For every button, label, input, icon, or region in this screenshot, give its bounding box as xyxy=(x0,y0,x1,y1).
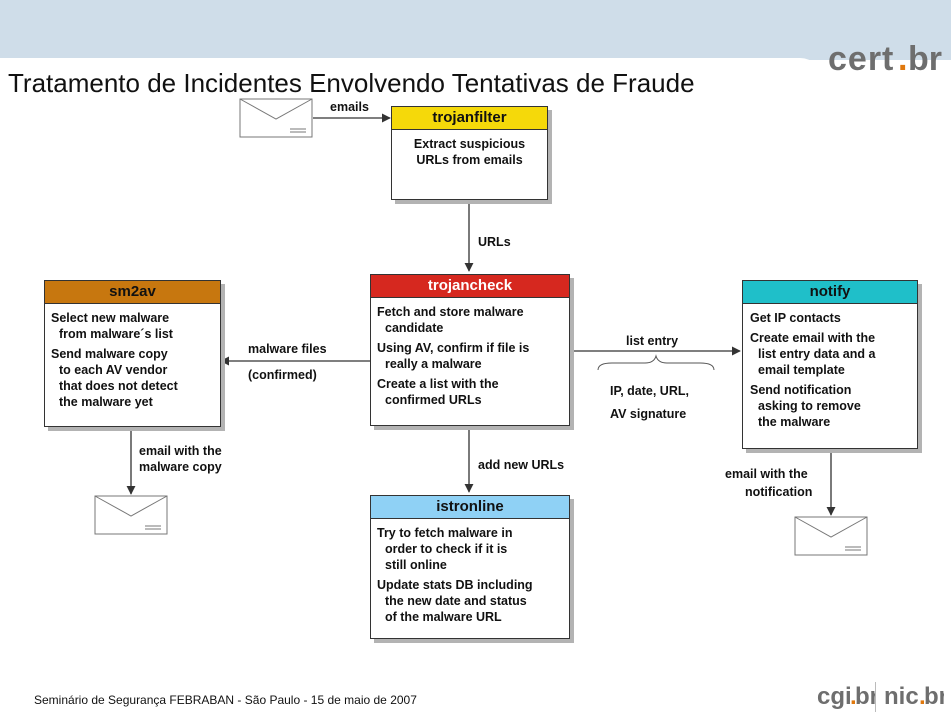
istronline-line: the new date and status xyxy=(385,594,527,608)
trojancheck-line: Fetch and store malware xyxy=(377,305,524,319)
trojancheck-line: really a malware xyxy=(385,357,482,371)
footer-text: Seminário de Segurança FEBRABAN - São Pa… xyxy=(34,693,417,707)
email-envelope-icon xyxy=(794,516,868,556)
svg-text:cgi: cgi xyxy=(817,683,852,710)
edge-label-av-signature: AV signature xyxy=(610,407,687,421)
email-envelope-icon xyxy=(94,495,168,535)
email-envelope-icon xyxy=(239,98,313,138)
sm2av-line: from malware´s list xyxy=(59,327,173,341)
notify-title: notify xyxy=(743,281,917,304)
svg-text:.: . xyxy=(919,683,926,710)
istronline-line: Update stats DB including xyxy=(377,578,533,592)
istronline-line: of the malware URL xyxy=(385,610,502,624)
sm2av-line: to each AV vendor xyxy=(59,363,168,377)
istronline-line: still online xyxy=(385,558,447,572)
notify-line: Get IP contacts xyxy=(750,311,841,325)
sm2av-line: that does not detect xyxy=(59,379,178,393)
edge-label-list-entry: list entry xyxy=(626,334,679,348)
trojanfilter-line: URLs from emails xyxy=(416,153,523,167)
nic-br-logo: nic . br xyxy=(884,683,944,710)
notify-line: list entry data and a xyxy=(758,347,876,361)
istronline-line: order to check if it is xyxy=(385,542,508,556)
trojanfilter-box: trojanfilter Extract suspicious URLs fro… xyxy=(391,106,548,200)
svg-text:br: br xyxy=(908,40,942,78)
edge-label-malware-files: malware files xyxy=(248,342,327,356)
notify-line: asking to remove xyxy=(758,399,861,413)
edge-label-email-malware: email with the xyxy=(139,444,222,458)
edge-label-emails: emails xyxy=(330,100,369,114)
edge-label-email-notification: notification xyxy=(745,485,813,499)
trojancheck-line: Create a list with the xyxy=(377,377,499,391)
notify-box: notify Get IP contacts Create email with… xyxy=(742,280,918,449)
edge-label-email-notification: email with the xyxy=(725,467,808,481)
sm2av-box: sm2av Select new malware from malware´s … xyxy=(44,280,221,427)
notify-line: Send notification xyxy=(750,383,852,397)
trojancheck-title: trojancheck xyxy=(371,275,569,298)
svg-text:br: br xyxy=(855,683,875,710)
edge-label-add-new-urls: add new URLs xyxy=(478,458,565,472)
header-band xyxy=(0,0,951,60)
edge-label-urls: URLs xyxy=(478,235,511,249)
notify-line: Create email with the xyxy=(750,331,876,345)
notify-line: the malware xyxy=(758,415,831,429)
title-tab xyxy=(0,58,822,108)
sm2av-line: the malware yet xyxy=(59,395,153,409)
trojancheck-box: trojancheck Fetch and store malware cand… xyxy=(370,274,570,426)
istronline-title: istronline xyxy=(371,496,569,519)
istronline-box: istronline Try to fetch malware in order… xyxy=(370,495,570,639)
svg-text:.: . xyxy=(850,683,857,710)
edge-label-email-malware: malware copy xyxy=(139,460,222,474)
trojancheck-line: Using AV, confirm if file is xyxy=(377,341,530,355)
trojancheck-line: candidate xyxy=(385,321,444,335)
svg-text:cert: cert xyxy=(828,40,894,78)
edge-label-confirmed: (confirmed) xyxy=(248,368,317,382)
trojanfilter-title: trojanfilter xyxy=(392,107,547,130)
list-entry-brace xyxy=(597,354,715,371)
svg-text:.: . xyxy=(898,40,907,78)
sm2av-line: Send malware copy xyxy=(51,347,168,361)
cert-br-logo: cert . br xyxy=(828,40,942,78)
svg-text:nic: nic xyxy=(884,683,919,710)
istronline-line: Try to fetch malware in xyxy=(377,526,513,540)
slide-title: Tratamento de Incidentes Envolvendo Tent… xyxy=(8,68,695,98)
notify-line: email template xyxy=(758,363,845,377)
svg-text:br: br xyxy=(924,683,944,710)
sm2av-line: Select new malware xyxy=(51,311,170,325)
sm2av-title: sm2av xyxy=(45,281,220,304)
trojancheck-line: confirmed URLs xyxy=(385,393,482,407)
trojanfilter-line: Extract suspicious xyxy=(413,137,526,151)
edge-label-ip-date-url: IP, date, URL, xyxy=(610,384,689,398)
cgi-br-logo: cgi . br xyxy=(817,683,875,710)
logo-divider xyxy=(875,682,876,712)
